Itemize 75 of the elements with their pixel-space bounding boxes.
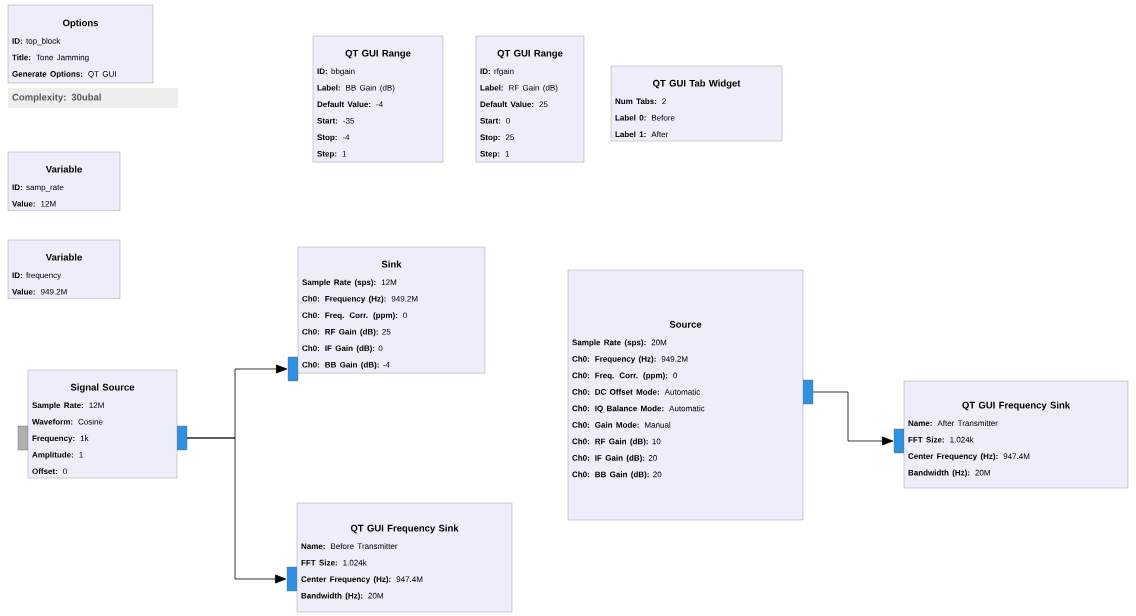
parameter-line: Stop: -4 [317,134,350,142]
parameter-line: Num Tabs: 2 [615,98,666,105]
parameter-line: Ch0: BB Gain (dB): -4 [302,361,390,370]
parameter-line: Offset: 0 [32,468,67,475]
block-box [7,4,154,84]
parameter-line: Sample Rate (sps): 12M [302,279,397,287]
block-box [312,35,444,163]
block-box [475,35,585,163]
parameter-line: Step: 1 [317,150,347,159]
parameter-line: Ch0: IF Gain (dB): 0 [302,345,383,353]
parameter-line: Center Frequency (Hz): 947.4M [908,453,1030,461]
parameter-line: FFT Size: 1.024k [301,559,367,566]
parameter-line: Center Frequency (Hz): 947.4M [301,576,423,584]
parameter-line: Value: 949.2M [12,288,67,295]
block-box [297,246,486,374]
parameter-line: Label: BB Gain (dB) [317,84,395,93]
block-box [7,239,121,299]
complexity-label: Complexity: 30ubal [12,93,101,103]
parameter-line: Bandwidth (Hz): 20M [301,592,383,601]
parameter-line: ID: samp_rate [12,184,64,192]
parameter-line: Ch0: BB Gain (dB): 20 [572,471,662,479]
parameter-line: ID: bbgain [317,68,355,76]
arrow [186,437,287,584]
block-title: Signal Source [70,383,135,393]
parameter-line: Generate Options: QT GUI [12,70,116,79]
block-box [903,380,1129,489]
parameter-line: Start: 0 [480,117,511,124]
arrow [812,391,894,446]
block-box [296,502,513,613]
parameter-line: Default Value: 25 [480,101,548,108]
parameter-line: Name: Before Transmitter [301,543,398,549]
parameter-line: ID: rfgain [480,68,514,76]
parameter-line: Stop: 25 [480,134,514,142]
block-title: QT GUI Tab Widget [652,79,741,89]
block-title: Options [62,19,99,29]
parameter-line: ID: frequency [12,272,62,280]
parameter-line: Ch0: Frequency (Hz): 949.2M [572,355,688,364]
parameter-line: Ch0: Frequency (Hz): 949.2M [302,295,418,304]
parameter-line: Ch0: Freq. Corr. (ppm): 0 [302,312,408,320]
parameter-line: Bandwidth (Hz): 20M [908,469,990,478]
parameter-line: Ch0: IF Gain (dB): 20 [572,454,657,463]
parameter-line: Label 0: Before [615,114,675,121]
parameter-line: Title: Tone Jamming [12,54,89,62]
parameter-line: Label 1: After [615,131,669,138]
parameter-line: Value: 12M [12,200,56,207]
parameter-line: Ch0: Freq. Corr. (ppm): 0 [572,372,678,380]
block-title: Variable [45,253,82,261]
block-title: QT GUI Range [345,49,411,59]
parameter-line: Frequency: 1k [32,435,89,443]
block-box [567,269,804,521]
block-box [27,369,178,479]
block-title: Source [669,321,702,328]
block-title: QT GUI Frequency Sink [962,401,1071,411]
block-box [7,151,121,211]
parameter-line: Sample Rate (sps): 20M [572,339,667,347]
parameter-line: Ch0: DC Offset Mode: Automatic [572,388,701,395]
block-title: Variable [45,165,82,173]
parameter-line: Ch0: IQ Balance Mode: Automatic [572,405,705,413]
parameter-line: FFT Size: 1.024k [908,436,974,443]
block-title: QT GUI Range [497,49,563,59]
block-title: QT GUI Frequency Sink [350,524,459,534]
parameter-line: ID: top_block [12,37,61,46]
parameter-line: Ch0: Gain Mode: Manual [572,421,671,428]
parameter-line: Name: After Transmitter [908,420,998,426]
parameter-line: Ch0: RF Gain (dB): 25 [302,328,391,337]
parameter-line: Start: -35 [317,117,355,124]
parameter-line: Ch0: RF Gain (dB): 10 [572,438,661,446]
parameter-line: Label: RF Gain (dB) [480,84,558,93]
parameter-line: Amplitude: 1 [32,451,83,460]
block-title: Sink [381,260,402,268]
parameter-line: Waveform: Cosine [32,418,103,425]
parameter-line: Sample Rate: 12M [32,402,104,410]
block-box [610,65,783,142]
parameter-line: Step: 1 [480,150,510,159]
parameter-line: Default Value: -4 [317,101,383,108]
